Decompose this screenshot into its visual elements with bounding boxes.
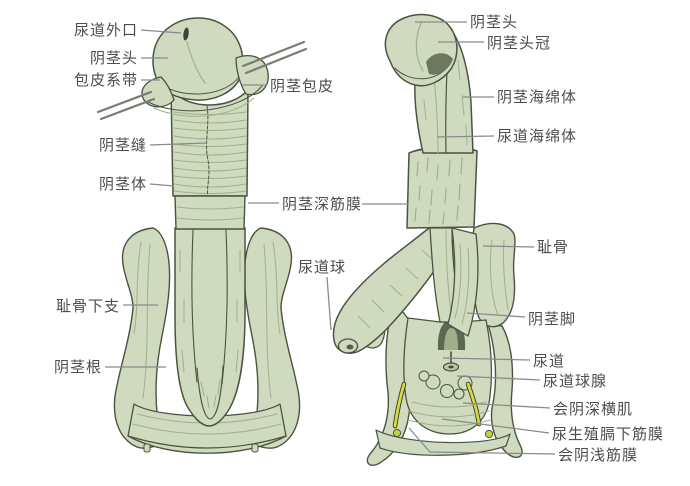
- leader-bulb: [326, 276, 332, 331]
- label-corona-of-glans: 阴茎头冠: [487, 34, 552, 52]
- label-corpus-spongiosum: 尿道海绵体: [497, 127, 578, 145]
- skin-ridges: [173, 111, 247, 194]
- leader-bulbourethral-gland: [456, 375, 541, 381]
- leader-body: [149, 183, 175, 187]
- prepuce-collar-shade: [153, 97, 255, 117]
- body-of-penis-skin: [170, 89, 249, 197]
- label-bulb-of-urethra: 尿道球: [298, 258, 347, 276]
- nerve-end-right: [484, 429, 494, 439]
- label-root-of-penis: 阴茎根: [53, 358, 102, 376]
- label-penile-raphe: 阴茎缝: [98, 136, 147, 154]
- crus-shading: [454, 243, 470, 325]
- penile-raphe-line: [206, 105, 210, 197]
- right-figure: [332, 13, 523, 466]
- label-glans-penis-right: 阴茎头: [470, 13, 519, 31]
- deep-fascia-band: [174, 195, 246, 230]
- bulb-lumen: [346, 344, 354, 350]
- urethra-lumen: [448, 365, 454, 369]
- label-external-urethral-orifice: 尿道外口: [73, 21, 138, 39]
- label-body-of-penis: 阴茎体: [98, 175, 147, 193]
- label-urethra: 尿道: [533, 352, 566, 370]
- corpora-hatching: [179, 249, 241, 409]
- right-ramus-bone: [487, 323, 523, 458]
- deep-fascia-wrap: [406, 146, 478, 229]
- leader-deep-transverse-muscle: [462, 402, 551, 409]
- leader-superficial-fascia: [408, 427, 556, 455]
- glans-penis-left: [152, 17, 244, 101]
- label-frenulum-of-prepuce: 包皮系带: [73, 71, 138, 89]
- fascia-band-lines: [176, 206, 244, 221]
- corona-recess: [426, 53, 453, 75]
- glans-cleft-line: [186, 41, 206, 84]
- membrane-nub-right: [251, 443, 259, 453]
- leader-inferior-fascia: [441, 418, 550, 434]
- arch-opening-inner: [444, 328, 458, 350]
- glans-fold-shade: [415, 22, 424, 72]
- bone-shading: [133, 241, 281, 399]
- forceps-icon: [96, 40, 308, 121]
- prepuce-collar-line: [147, 85, 263, 112]
- pubic-bone-shading: [489, 239, 509, 316]
- membrane-edge: [127, 435, 287, 449]
- label-prepuce-of-penis: 阴茎包皮: [270, 77, 335, 95]
- label-deep-transverse-perineal-muscle: 会阴深横肌: [553, 400, 634, 418]
- leader-urethra: [442, 357, 531, 361]
- leader-pubic-bone: [482, 245, 535, 248]
- crus-of-penis-strap: [447, 227, 479, 337]
- corpora-dividers: [191, 229, 228, 420]
- glans-penis-right: [384, 13, 458, 87]
- corpora-hatch: [423, 59, 468, 146]
- leader-crus: [466, 312, 526, 318]
- label-superficial-perineal-fascia: 会阴浅筋膜: [558, 446, 639, 464]
- left-figure: [96, 17, 308, 454]
- label-glans-penis-left: 阴茎头: [89, 49, 138, 67]
- leader-corpus-spongiosum: [436, 135, 495, 138]
- label-corpus-cavernosum: 阴茎海绵体: [497, 88, 578, 106]
- leader-external-urethral-orifice: [140, 29, 182, 34]
- label-inferior-fascia-of-urogenital-diaphragm: 尿生殖膈下筋膜: [552, 425, 665, 443]
- external-urethral-orifice-mark: [183, 27, 189, 41]
- leader-lines: [105, 21, 556, 455]
- root-of-penis-corpora: [174, 227, 246, 427]
- label-deep-fascia-of-penis: 阴茎深筋膜: [282, 195, 363, 213]
- leader-raphe: [149, 142, 208, 146]
- left-inferior-pubic-ramus-bone: [113, 227, 171, 449]
- nerve-end-left: [392, 428, 402, 438]
- label-inferior-pubic-ramus: 耻骨下支: [55, 297, 120, 315]
- wrap-texture: [414, 157, 463, 225]
- membrane-nub-left: [143, 443, 151, 453]
- label-pubic-bone: 耻骨: [537, 238, 570, 256]
- bulbourethral-glands: [418, 370, 473, 400]
- label-bulbourethral-gland: 尿道球腺: [543, 372, 608, 390]
- label-crus-of-penis: 阴茎脚: [528, 310, 577, 328]
